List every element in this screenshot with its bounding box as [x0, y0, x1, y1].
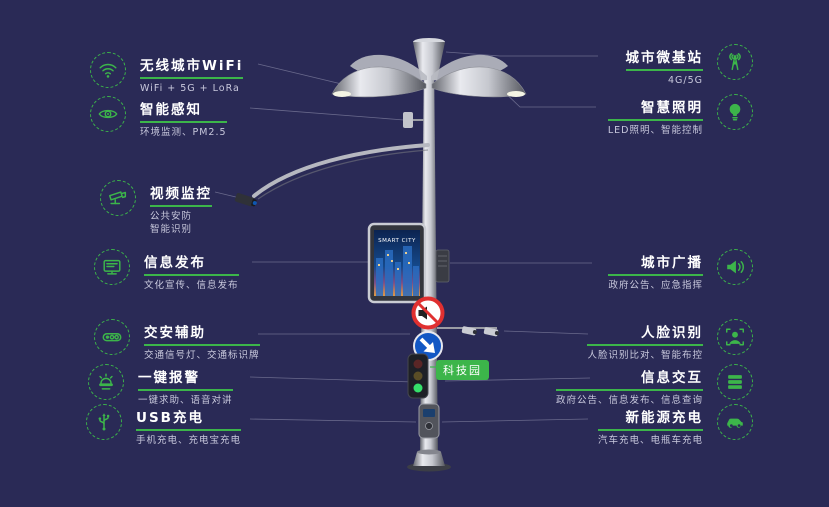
title-underline — [138, 389, 233, 391]
tech-park-tag: 科技园 — [436, 360, 489, 380]
camera-arm — [234, 143, 430, 207]
title-underline — [597, 429, 703, 431]
feature-smart-lighting: 智慧照明 LED照明、智能控制 — [607, 94, 753, 138]
title-underline — [607, 119, 703, 121]
title-underline — [140, 121, 227, 123]
feature-city-broadcast: 城市广播 政府公告、应急指挥 — [608, 249, 753, 293]
feature-subtitle: 汽车充电、电瓶车充电 — [597, 435, 703, 446]
feature-subtitle: 政府公告、应急指挥 — [608, 280, 703, 291]
sensor-eye-icon — [90, 96, 126, 132]
traffic-light — [407, 353, 437, 399]
title-underline — [608, 274, 703, 276]
feature-title: 无线城市WiFi — [140, 58, 244, 74]
feature-title: 人脸识别 — [641, 325, 703, 341]
feature-title: 城市微基站 — [625, 50, 703, 66]
usb-icon — [86, 404, 122, 440]
no-horn-sign — [411, 296, 445, 330]
feature-usb-charging: USB充电 手机充电、充电宝充电 — [86, 404, 242, 448]
wifi-icon — [90, 52, 126, 88]
title-underline — [150, 205, 212, 207]
pole-base — [407, 449, 451, 472]
side-cameras — [437, 326, 499, 337]
feature-subtitle: 公共安防 智能识别 — [150, 211, 193, 235]
leader-lines — [214, 51, 598, 423]
feature-title: USB充电 — [136, 410, 204, 426]
face-recognition-icon — [717, 319, 753, 355]
cctv-camera-icon — [100, 180, 136, 216]
feature-subtitle: LED照明、智能控制 — [607, 125, 703, 136]
title-underline — [555, 389, 703, 391]
alarm-icon — [88, 364, 124, 400]
ev-car-icon — [717, 404, 753, 440]
blue-arrow-sign — [413, 331, 443, 361]
feature-title: 新能源充电 — [625, 410, 703, 426]
info-panels-icon — [717, 364, 753, 400]
feature-title: 一键报警 — [138, 370, 200, 386]
feature-face-recognition: 人脸识别 人脸识别比对、智能布控 — [587, 319, 753, 363]
feature-video-surveillance: 视频监控 公共安防 智能识别 — [100, 180, 212, 237]
feature-subtitle: 交通信号灯、交通标识牌 — [144, 350, 260, 361]
feature-title: 交安辅助 — [144, 325, 206, 341]
feature-subtitle: 手机充电、充电宝充电 — [136, 435, 242, 446]
antenna-icon — [717, 44, 753, 80]
pole-display-screen: SMART CITY — [367, 222, 427, 304]
screen-title-text: SMART CITY — [378, 238, 416, 244]
feature-traffic-assist: 交安辅助 交通信号灯、交通标识牌 — [94, 319, 260, 363]
display-screen-icon — [94, 249, 130, 285]
feature-smart-sensing: 智能感知 环境监测、PM2.5 — [90, 96, 227, 140]
title-underline — [625, 69, 703, 71]
feature-subtitle: WiFi + 5G + LoRa — [140, 83, 240, 94]
feature-title: 城市广播 — [641, 255, 703, 271]
title-underline — [140, 77, 244, 79]
sensor-box — [403, 112, 424, 128]
feature-micro-base-station: 城市微基站 4G/5G — [625, 44, 753, 88]
feature-title: 视频监控 — [150, 186, 212, 202]
broadcast-box — [435, 249, 450, 283]
title-underline — [144, 274, 239, 276]
title-underline — [587, 344, 703, 346]
feature-subtitle: 一键求助、语音对讲 — [138, 395, 233, 406]
feature-info-interaction: 信息交互 政府公告、信息发布、信息查询 — [555, 364, 753, 408]
feature-subtitle: 政府公告、信息发布、信息查询 — [555, 395, 703, 406]
feature-title: 信息交互 — [641, 370, 703, 386]
lamp-arms — [331, 54, 527, 98]
feature-new-energy-charging: 新能源充电 汽车充电、电瓶车充电 — [597, 404, 753, 448]
feature-title: 智慧照明 — [641, 100, 703, 116]
title-underline — [136, 429, 242, 431]
feature-subtitle: 文化宣传、信息发布 — [144, 280, 239, 291]
charging-panel — [418, 403, 440, 439]
feature-title: 信息发布 — [144, 255, 206, 271]
speaker-icon — [717, 249, 753, 285]
feature-subtitle: 人脸识别比对、智能布控 — [587, 350, 703, 361]
feature-info-publishing: 信息发布 文化宣传、信息发布 — [94, 249, 239, 293]
traffic-light-icon — [94, 319, 130, 355]
title-underline — [144, 344, 260, 346]
feature-city-wifi: 无线城市WiFi WiFi + 5G + LoRa — [90, 52, 244, 96]
bulb-icon — [717, 94, 753, 130]
feature-one-key-alarm: 一键报警 一键求助、语音对讲 — [88, 364, 233, 408]
feature-subtitle: 环境监测、PM2.5 — [140, 127, 227, 138]
feature-title: 智能感知 — [140, 102, 202, 118]
feature-subtitle: 4G/5G — [667, 75, 703, 86]
